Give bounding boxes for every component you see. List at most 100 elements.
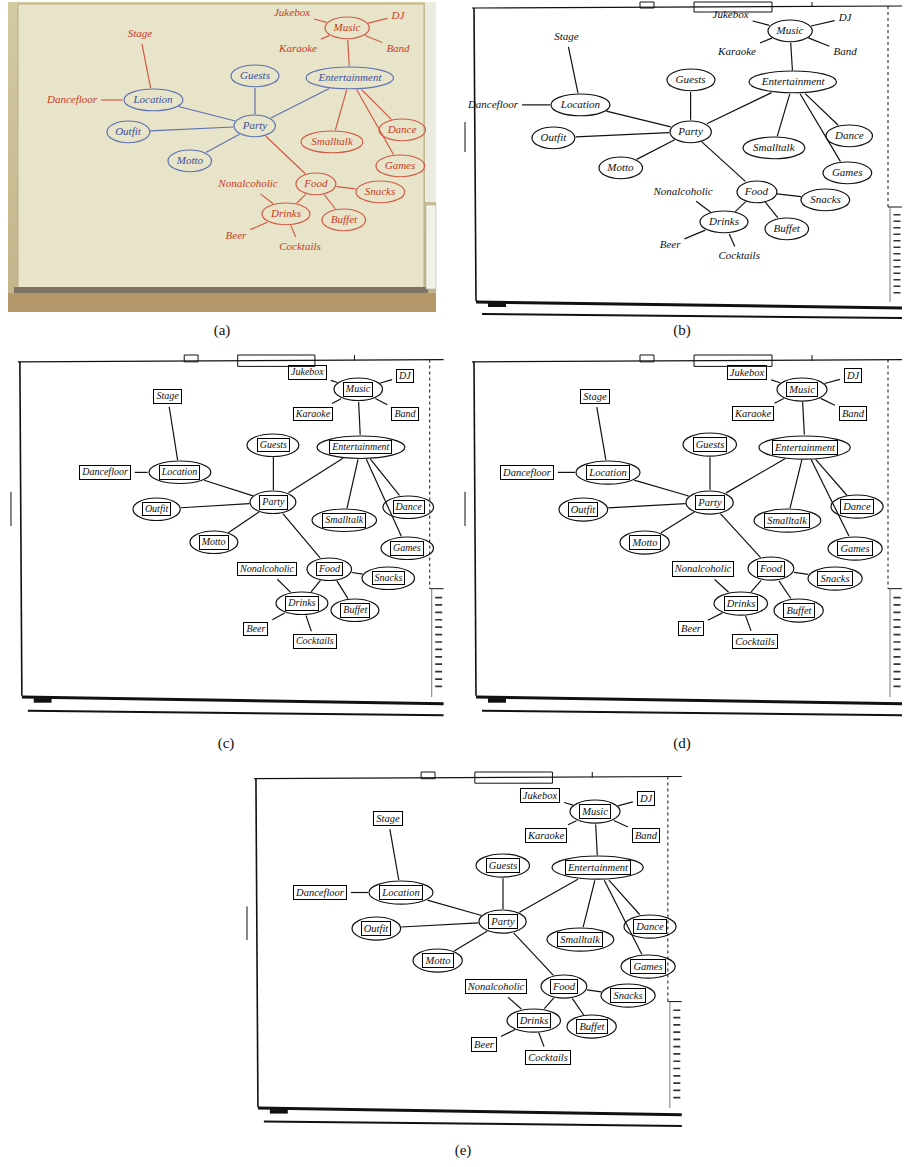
ellipse-shape: [532, 127, 575, 149]
mindmap-term: Karaoke: [716, 44, 758, 60]
mindmap-ellipse: Motto: [412, 948, 463, 973]
mindmap-ellipse: Drinks: [275, 591, 329, 616]
node-label: Stage: [373, 811, 402, 826]
mindmap-branch: [522, 104, 550, 105]
node-label: Music: [786, 382, 818, 397]
mindmap-branch: [254, 88, 255, 114]
mindmap-branch: [266, 136, 305, 174]
node-label: DJ: [839, 11, 852, 25]
mindmap-ellipse: Dance: [623, 914, 677, 939]
node-label: Stage: [128, 27, 152, 41]
mindmap-term: Nonalcoholic: [670, 560, 737, 577]
mindmap-branch: [181, 504, 250, 508]
ellipse-shape: [262, 203, 310, 225]
node-label: Jukebox: [727, 365, 767, 380]
ellipse-shape: [599, 157, 643, 179]
mindmap-ellipse: Dance: [382, 495, 435, 520]
mindmap-branch: [272, 613, 284, 620]
mindmap-branch: [608, 504, 685, 508]
mindmap-branch: [508, 997, 521, 1009]
mindmap-branch: [331, 380, 338, 382]
ellipse-shape: [362, 567, 415, 590]
mindmap-ellipse: Games: [620, 954, 676, 979]
node-label: Karaoke: [293, 407, 333, 422]
ellipse-shape: [714, 592, 768, 615]
ellipse-shape: [317, 436, 405, 459]
mindmap-branch: [808, 38, 829, 46]
mindmap-term: Cocktails: [291, 633, 339, 650]
ellipse-shape: [541, 975, 587, 998]
mindmap-ellipse: Entertainment: [551, 855, 644, 880]
node-label: Beer: [226, 229, 247, 243]
mindmap-term: Karaoke: [523, 827, 569, 844]
mindmap-branch: [347, 459, 358, 508]
ellipse-shape: [307, 558, 352, 581]
node-label: Music: [777, 24, 804, 38]
node-label: Jukebox: [274, 6, 310, 20]
figure-panel: (c)JukeboxMusicDJStageKaraokeBandGuestsE…: [8, 355, 444, 753]
mindmap-branch: [634, 480, 689, 496]
ellipse-shape: [774, 599, 823, 622]
mindmap-branch: [502, 878, 503, 909]
mindmap-ellipse: Music: [767, 19, 813, 43]
node-label: Drinks: [709, 215, 739, 229]
mindmap-term: Nonalcoholic: [235, 561, 299, 578]
ellipse-shape: [250, 491, 296, 514]
ellipse-shape: [107, 121, 150, 143]
mindmap-ellipse: Music: [333, 377, 384, 402]
node-label: Guests: [676, 73, 706, 87]
node-label: Nonalcoholic: [237, 562, 297, 577]
node-label: Entertainment: [762, 75, 825, 89]
figure-panel: (e)JukeboxMusicDJStageKaraokeBandGuestsE…: [244, 772, 682, 1160]
mindmap-branch: [544, 998, 553, 1009]
ellipse-shape: [743, 137, 805, 159]
node-label: Party: [259, 495, 287, 510]
mindmap-term: Band: [831, 44, 858, 60]
ellipse-shape: [667, 69, 715, 91]
node-label: Smalltalk: [557, 932, 603, 947]
mindmap-branch: [337, 581, 348, 599]
mindmap-branch: [135, 472, 148, 473]
node-label: Motto: [199, 535, 229, 550]
node-label: Cocktails: [732, 634, 778, 649]
figure-panel: (d)JukeboxMusicDJStageKaraokeBandGuestsE…: [462, 355, 902, 753]
mindmap-term: Jukebox: [518, 787, 562, 804]
mindmap-ellipse: Entertainment: [758, 435, 851, 460]
mindmap-branch: [803, 402, 805, 434]
node-label: Location: [379, 885, 422, 900]
node-label: Buffet: [576, 1019, 607, 1034]
ellipse-shape: [748, 557, 794, 580]
whiteboard: [18, 4, 424, 288]
node-label: Drinks: [285, 596, 318, 611]
mindmap-ellipse: Buffet: [321, 208, 367, 232]
board-frame: [465, 2, 902, 318]
figure-panel: (a)JukeboxMusicDJStageKaraokeBandGuestsE…: [8, 2, 436, 340]
ellipse-shape: [576, 461, 640, 484]
mindmap-term: Beer: [469, 1036, 499, 1053]
mindmap-ellipse: Entertainment: [316, 435, 406, 460]
mindmap-term: DJ: [390, 8, 407, 24]
mindmap-ellipse: Games: [380, 536, 435, 561]
ellipse-shape: [276, 592, 328, 615]
ellipse-shape: [149, 461, 211, 484]
ellipse-shape: [552, 856, 643, 879]
mindmap-branch: [351, 892, 368, 893]
mindmap-branch: [101, 99, 122, 100]
mindmap-branch: [777, 94, 789, 136]
ellipse-shape: [768, 20, 812, 42]
mindmap-branch: [206, 134, 240, 152]
ellipse-shape: [754, 509, 821, 532]
mindmap-term: DJ: [842, 367, 864, 384]
node-label: Snacks: [365, 185, 396, 199]
ellipse-shape: [476, 854, 530, 877]
ellipse-shape: [621, 955, 675, 978]
mindmap-ellipse: Party: [249, 490, 297, 515]
mindmap-ellipse: Smalltalk: [742, 136, 806, 160]
mindmap-term: Nonalcoholic: [463, 978, 530, 995]
mindmap-ellipse: Food: [295, 172, 337, 196]
mindmap-term: Stage: [126, 26, 154, 42]
node-label: Food: [304, 177, 327, 191]
ellipse-shape: [247, 434, 299, 457]
